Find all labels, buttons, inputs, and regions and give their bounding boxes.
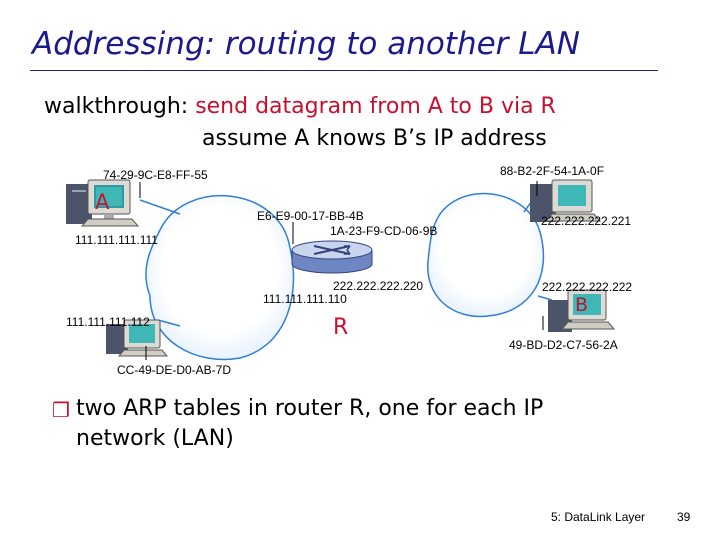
walkthrough-label: walkthrough: <box>44 94 189 119</box>
host-b-computer-icon <box>548 289 616 332</box>
host-b-name: B <box>575 294 588 316</box>
router-mac-right: 1A-23-F9-CD-06-9B <box>330 224 438 238</box>
host-c-ip: 111.111.111.112 <box>66 315 150 329</box>
link-b <box>537 295 553 301</box>
host-d-mac: 88-B2-2F-54-1A-0F <box>500 164 605 178</box>
host-a-computer-icon <box>66 179 140 227</box>
host-a-ip: 111.111.111.111 <box>75 233 158 247</box>
router-r <box>291 240 373 274</box>
walkthrough-action: send datagram from A to B via R <box>195 94 556 119</box>
router-ip-left: 111.111.111.110 <box>263 292 347 306</box>
bullet-text: two ARP tables in router R, one for each… <box>76 396 544 451</box>
router-name: R <box>333 315 348 340</box>
right-lan-cloud <box>427 192 545 318</box>
bullet-icon: ❒ <box>52 398 70 422</box>
host-c-computer-icon <box>106 319 169 357</box>
footer-label: 5: DataLink Layer <box>551 510 646 524</box>
link-a <box>139 199 181 215</box>
host-a-name: A <box>95 190 110 214</box>
host-c-mac: CC-49-DE-D0-AB-7D <box>117 363 232 377</box>
left-lan-cloud <box>145 195 295 361</box>
walkthrough-line: walkthrough: send datagram from A to B v… <box>44 94 556 119</box>
walkthrough-assumption: assume A knows B’s IP address <box>202 126 547 151</box>
host-d-computer-icon <box>530 179 602 222</box>
page-number: 39 <box>677 510 691 524</box>
slide-title: Addressing: routing to another LAN <box>32 26 580 62</box>
link-c <box>157 319 181 327</box>
router-ip-right: 222.222.222.220 <box>333 279 424 293</box>
router-mac-left: E6-E9-00-17-BB-4B <box>257 209 364 223</box>
host-a-mac: 74-29-9C-E8-FF-55 <box>103 168 208 182</box>
title-underline <box>30 70 658 71</box>
host-b-mac: 49-BD-D2-C7-56-2A <box>509 338 618 352</box>
host-d-ip: 222.222.222.221 <box>541 214 632 228</box>
host-b-ip: 222.222.222.222 <box>542 280 633 294</box>
